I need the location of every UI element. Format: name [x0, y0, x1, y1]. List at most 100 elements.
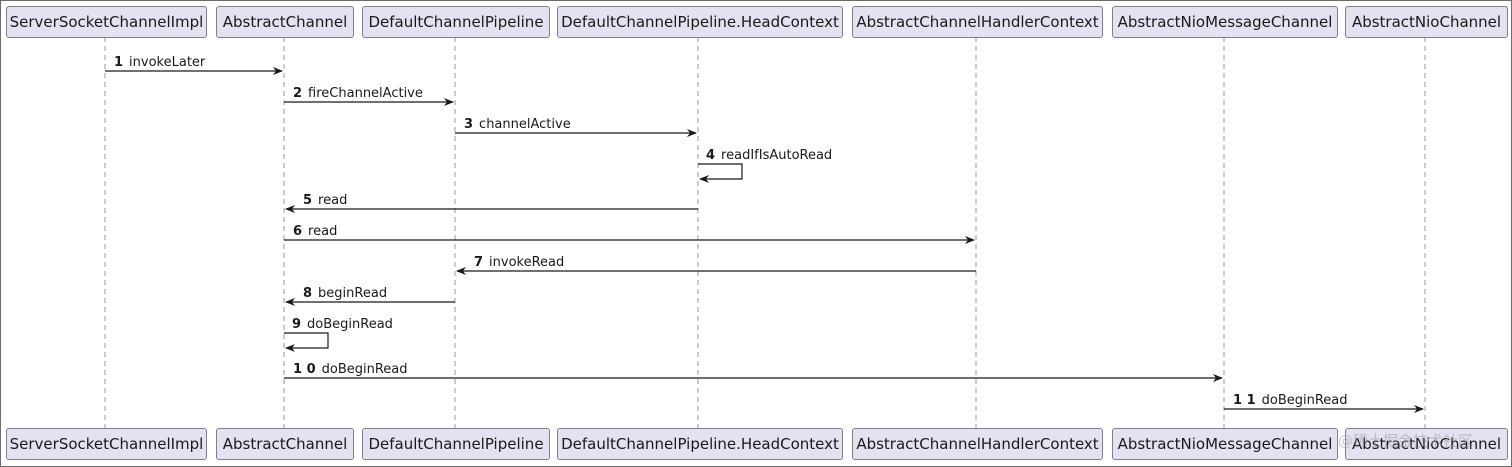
- message-10: 1 0 doBeginRead: [284, 362, 1223, 382]
- message-text: 2 fireChannelActive: [293, 86, 423, 101]
- message-label: doBeginRead: [1262, 393, 1348, 408]
- message-number: 8: [303, 286, 312, 301]
- arrowhead: [1213, 374, 1223, 382]
- message-text: 1 0 doBeginRead: [293, 362, 408, 377]
- participant-bottom-defaultchannelpipeline: DefaultChannelPipeline: [362, 428, 550, 460]
- message-line: [284, 332, 329, 349]
- message-1: 1 invokeLater: [105, 55, 283, 75]
- participant-top-defaultchannelpipeline-headcontext: DefaultChannelPipeline.HeadContext: [557, 6, 843, 38]
- message-2: 2 fireChannelActive: [284, 86, 454, 106]
- message-label: doBeginRead: [322, 362, 408, 377]
- message-label: beginRead: [318, 286, 387, 301]
- message-text: 3 channelActive: [464, 117, 571, 132]
- message-label: invokeRead: [489, 255, 564, 270]
- message-8: 8 beginRead: [285, 286, 455, 306]
- participant-box: [557, 428, 843, 460]
- participant-top-abstractchannel: AbstractChannel: [216, 6, 354, 38]
- message-text: 5 read: [303, 193, 347, 208]
- participants-bottom: ServerSocketChannelImpl AbstractChannel De…: [6, 428, 1508, 460]
- message-text: 1 invokeLater: [114, 55, 206, 70]
- message-line: [698, 163, 743, 180]
- message-text: 6 read: [293, 224, 337, 239]
- participant-label: AbstractNioChannel: [1352, 13, 1501, 31]
- message-number: 7: [474, 255, 483, 270]
- participant-label: DefaultChannelPipeline.HeadContext: [561, 13, 839, 31]
- message-number: 5: [303, 193, 312, 208]
- participant-box: [1345, 6, 1508, 38]
- message-4: 4 readIfIsAutoRead: [698, 148, 832, 183]
- arrowhead: [699, 175, 709, 183]
- participant-top-defaultchannelpipeline: DefaultChannelPipeline: [362, 6, 550, 38]
- participant-label: DefaultChannelPipeline.HeadContext: [561, 435, 839, 453]
- participant-label: DefaultChannelPipeline: [368, 13, 543, 31]
- message-number: 1 0: [293, 362, 316, 377]
- participant-label: AbstractChannel: [223, 13, 348, 31]
- message-text: 4 readIfIsAutoRead: [706, 148, 832, 163]
- participant-label: AbstractChannelHandlerContext: [856, 435, 1098, 453]
- arrowhead: [687, 129, 697, 137]
- message-9: 9 doBeginRead: [284, 317, 393, 352]
- messages: 1 invokeLater 2 fireChannelActive 3 channelAc…: [105, 55, 1424, 413]
- message-6: 6 read: [284, 224, 975, 244]
- message-number: 3: [464, 117, 473, 132]
- participant-bottom-abstractchannelhandlercontext: AbstractChannelHandlerContext: [852, 428, 1103, 460]
- message-label: readIfIsAutoRead: [721, 148, 832, 163]
- participant-box: [216, 6, 354, 38]
- participant-label: AbstractNioMessageChannel: [1118, 13, 1333, 31]
- arrowhead: [285, 344, 295, 352]
- arrowhead: [285, 205, 295, 213]
- message-number: 1: [114, 55, 123, 70]
- arrowhead: [456, 267, 466, 275]
- message-number: 9: [292, 317, 301, 332]
- message-label: doBeginRead: [307, 317, 393, 332]
- participant-label: ServerSocketChannelImpl: [10, 13, 204, 31]
- message-label: channelActive: [479, 117, 571, 132]
- arrowhead: [1414, 405, 1424, 413]
- message-text: 7 invokeRead: [474, 255, 564, 270]
- participant-label: ServerSocketChannelImpl: [10, 435, 204, 453]
- message-text: 9 doBeginRead: [292, 317, 393, 332]
- participant-box: [362, 428, 550, 460]
- participant-top-abstractchannelhandlercontext: AbstractChannelHandlerContext: [852, 6, 1103, 38]
- message-label: invokeLater: [129, 55, 206, 70]
- message-7: 7 invokeRead: [456, 255, 976, 275]
- participant-bottom-defaultchannelpipeline-headcontext: DefaultChannelPipeline.HeadContext: [557, 428, 843, 460]
- participant-top-abstractniochannel: AbstractNioChannel: [1345, 6, 1508, 38]
- participant-label: AbstractNioChannel: [1352, 435, 1501, 453]
- message-label: read: [318, 193, 347, 208]
- message-3: 3 channelActive: [455, 117, 697, 137]
- participant-label: DefaultChannelPipeline: [368, 435, 543, 453]
- message-number: 2: [293, 86, 302, 101]
- participant-top-serversocketchannelimpl: ServerSocketChannelImpl: [6, 6, 207, 38]
- participant-bottom-abstractniomessagechannel: AbstractNioMessageChannel: [1112, 428, 1338, 460]
- message-number: 6: [293, 224, 302, 239]
- participant-bottom-abstractniochannel: AbstractNioChannel: [1345, 428, 1508, 460]
- participant-bottom-abstractchannel: AbstractChannel: [216, 428, 354, 460]
- participant-box: [6, 6, 207, 38]
- participant-box: [557, 6, 843, 38]
- participants-top: ServerSocketChannelImpl AbstractChannel De…: [6, 6, 1508, 38]
- message-text: 8 beginRead: [303, 286, 387, 301]
- participant-label: AbstractNioMessageChannel: [1118, 435, 1333, 453]
- arrowhead: [273, 67, 283, 75]
- participant-label: AbstractChannel: [223, 435, 348, 453]
- message-11: 1 1 doBeginRead: [1224, 393, 1424, 413]
- participant-box: [362, 6, 550, 38]
- participant-box: [852, 6, 1103, 38]
- message-text: 1 1 doBeginRead: [1233, 393, 1348, 408]
- message-label: fireChannelActive: [308, 86, 423, 101]
- message-label: read: [308, 224, 337, 239]
- message-number: 1 1: [1233, 393, 1256, 408]
- participant-box: [1112, 428, 1338, 460]
- participant-box: [1345, 428, 1508, 460]
- message-5: 5 read: [285, 193, 698, 213]
- participant-box: [852, 428, 1103, 460]
- participant-label: AbstractChannelHandlerContext: [856, 13, 1098, 31]
- arrowhead: [285, 298, 295, 306]
- participant-top-abstractniomessagechannel: AbstractNioMessageChannel: [1112, 6, 1338, 38]
- arrowhead: [444, 98, 454, 106]
- watermark-text: @稀土掘金技术社区: [1338, 432, 1473, 450]
- message-number: 4: [706, 148, 715, 163]
- arrowhead: [965, 236, 975, 244]
